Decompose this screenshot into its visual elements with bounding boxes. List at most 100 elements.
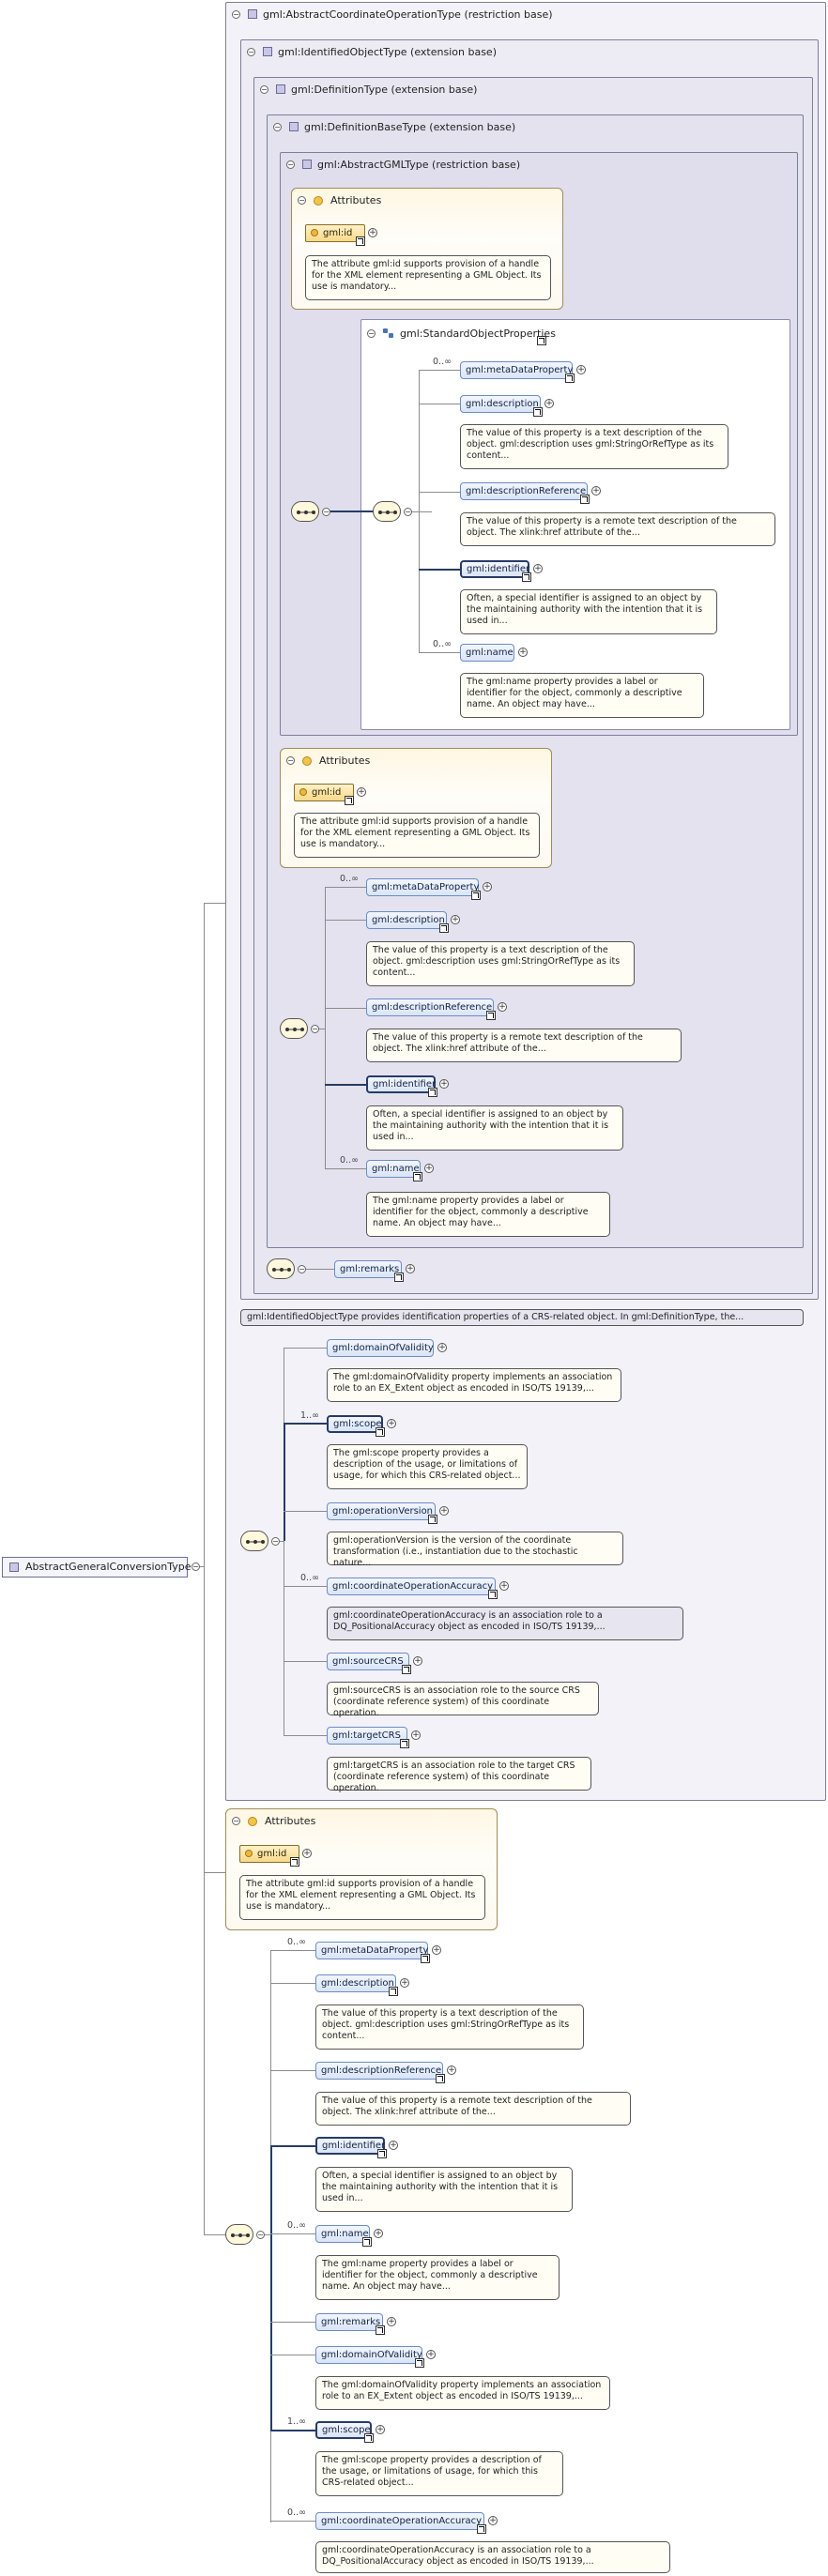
link-icon[interactable] [580,495,590,504]
element-description[interactable]: gml:description [366,911,447,929]
link-icon[interactable] [364,2433,374,2443]
element-meta-data-property[interactable]: gml:metaDataProperty [460,361,573,379]
expand-icon[interactable]: + [576,365,586,374]
collapse-icon[interactable]: − [404,508,412,516]
expand-icon[interactable]: + [413,1656,422,1666]
link-icon[interactable] [486,1011,496,1020]
element-description[interactable]: gml:description [460,395,541,413]
expand-icon[interactable]: + [533,564,543,573]
expand-icon[interactable]: + [389,2141,398,2150]
sequence-icon[interactable] [225,2224,253,2245]
link-icon[interactable] [439,923,449,933]
collapse-icon[interactable]: − [322,508,330,516]
element-remarks[interactable]: gml:remarks [315,2313,383,2331]
element-meta-data-property[interactable]: gml:metaDataProperty [366,878,479,896]
link-icon[interactable] [345,796,354,805]
expand-icon[interactable]: + [518,648,528,657]
collapse-icon[interactable]: − [298,1265,306,1273]
expand-icon[interactable]: + [544,399,554,408]
sequence-icon[interactable] [291,501,319,522]
link-icon[interactable] [389,1987,398,1996]
collapse-icon[interactable]: − [298,196,306,205]
element-description[interactable]: gml:description [315,1974,396,1992]
expand-icon[interactable]: + [591,486,601,495]
link-icon[interactable] [565,373,575,383]
link-icon[interactable] [376,2325,385,2335]
element-domain-of-validity[interactable]: gml:domainOfValidity [327,1339,434,1357]
element-name[interactable]: gml:name [366,1160,421,1178]
link-icon[interactable] [376,1427,385,1437]
collapse-icon[interactable]: − [286,160,295,169]
element-name[interactable]: gml:name [460,644,514,662]
collapse-icon[interactable]: − [192,1562,200,1571]
element-scope[interactable]: gml:scope [327,1415,383,1433]
collapse-icon[interactable]: − [286,756,295,765]
expand-icon[interactable]: + [424,1164,434,1173]
expand-icon[interactable]: + [483,882,492,892]
link-icon[interactable] [402,1665,411,1674]
expand-icon[interactable]: + [411,1730,421,1740]
element-meta-data-property[interactable]: gml:metaDataProperty [315,1942,428,1959]
expand-icon[interactable]: + [376,2425,385,2434]
element-description-reference[interactable]: gml:descriptionReference [366,998,494,1016]
link-icon[interactable] [377,2149,387,2158]
attribute-gml-id[interactable]: gml:id [239,1845,299,1863]
element-target-crs[interactable]: gml:targetCRS [327,1727,407,1745]
link-icon[interactable] [415,2358,424,2368]
collapse-icon[interactable]: − [260,84,268,94]
collapse-icon[interactable]: − [232,1817,240,1825]
element-operation-version[interactable]: gml:operationVersion [327,1502,436,1520]
sequence-icon[interactable] [280,1018,308,1039]
expand-icon[interactable]: + [498,1002,507,1012]
expand-icon[interactable]: + [357,787,366,797]
element-coordinate-operation-accuracy[interactable]: gml:coordinateOperationAccuracy [315,2512,484,2530]
collapse-icon[interactable]: − [271,1537,280,1546]
expand-icon[interactable]: + [387,2317,396,2326]
expand-icon[interactable]: + [499,1581,509,1591]
element-domain-of-validity[interactable]: gml:domainOfValidity [315,2346,422,2364]
expand-icon[interactable]: + [439,1506,449,1516]
attribute-gml-id[interactable]: gml:id [305,224,365,242]
link-icon[interactable] [533,407,543,417]
attribute-gml-id[interactable]: gml:id [294,784,354,801]
element-description-reference[interactable]: gml:descriptionReference [460,482,588,500]
expand-icon[interactable]: + [432,1945,441,1955]
collapse-icon[interactable]: − [247,47,255,56]
link-icon[interactable] [413,1172,422,1181]
expand-icon[interactable]: + [439,1079,449,1089]
collapse-icon[interactable]: − [311,1025,319,1033]
expand-icon[interactable]: + [451,915,460,924]
collapse-icon[interactable]: − [256,2231,265,2239]
link-icon[interactable] [477,2524,486,2534]
link-icon[interactable] [362,2237,372,2247]
expand-icon[interactable]: + [368,228,377,237]
link-icon[interactable] [522,572,531,582]
link-icon[interactable] [428,1088,437,1097]
element-remarks[interactable]: gml:remarks [334,1260,402,1278]
element-scope[interactable]: gml:scope [315,2421,372,2439]
link-icon[interactable] [290,1857,299,1867]
element-identifier[interactable]: gml:identifier [315,2137,385,2155]
element-source-crs[interactable]: gml:sourceCRS [327,1653,409,1670]
expand-icon[interactable]: + [302,1849,312,1858]
link-icon[interactable] [537,336,546,345]
element-identifier[interactable]: gml:identifier [366,1075,436,1093]
link-icon[interactable] [421,1954,430,1963]
collapse-icon[interactable]: − [367,328,376,338]
expand-icon[interactable]: + [488,2516,498,2525]
collapse-icon[interactable]: − [273,122,282,131]
link-icon[interactable] [436,2074,445,2083]
element-identifier[interactable]: gml:identifier [460,560,529,578]
link-icon[interactable] [488,1590,498,1599]
sequence-icon[interactable] [267,1258,295,1279]
element-coordinate-operation-accuracy[interactable]: gml:coordinateOperationAccuracy [327,1578,496,1595]
element-name[interactable]: gml:name [315,2225,370,2243]
expand-icon[interactable]: + [406,1264,415,1273]
sequence-icon[interactable] [373,501,401,522]
expand-icon[interactable]: + [426,2350,436,2359]
expand-icon[interactable]: + [374,2229,383,2238]
element-description-reference[interactable]: gml:descriptionReference [315,2062,443,2080]
collapse-icon[interactable]: − [232,9,240,19]
link-icon[interactable] [394,1273,404,1282]
expand-icon[interactable]: + [400,1978,409,1988]
